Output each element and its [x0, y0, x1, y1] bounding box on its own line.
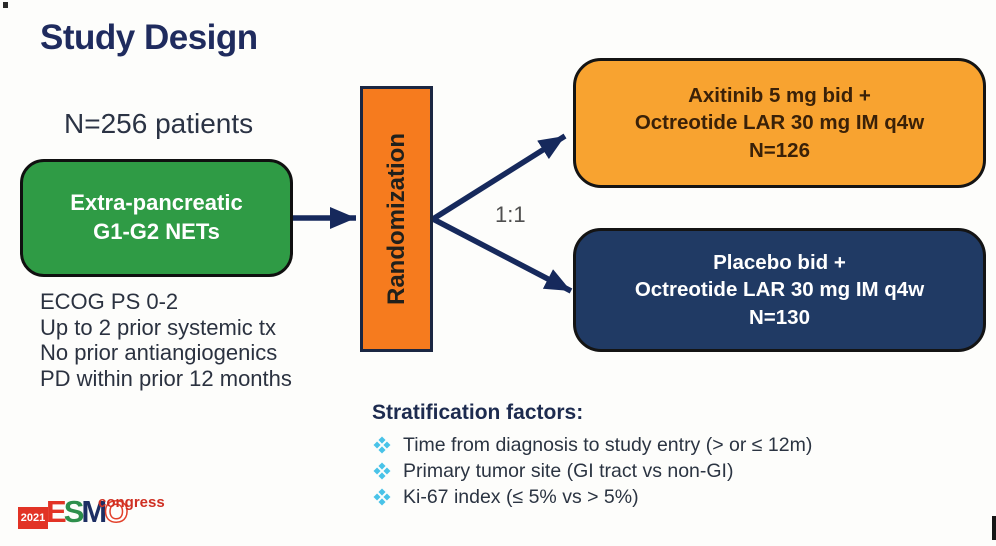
logo-year-badge: 2021 [18, 507, 48, 529]
screen-corner-artifact [3, 2, 8, 8]
population-box: Extra-pancreatic G1-G2 NETs [20, 159, 293, 277]
arm-axitinib-line: Octreotide LAR 30 mg IM q4w [634, 111, 925, 135]
arm-axitinib-box: Axitinib 5 mg bid + Octreotide LAR 30 mg… [573, 58, 986, 188]
esmo-wordmark: E S M O [46, 494, 129, 529]
stratification-item: Time from diagnosis to study entry (> or… [372, 432, 812, 458]
stratification-item: Ki-67 index (≤ 5% vs > 5%) [372, 484, 812, 510]
diamond-bullet-icon [373, 488, 391, 506]
arrow-randomization-to-placebo-arm [431, 216, 573, 294]
eligibility-line: PD within prior 12 months [40, 365, 292, 391]
arm-placebo-line: Placebo bid + [713, 251, 846, 275]
eligibility-line: ECOG PS 0-2 [40, 289, 179, 314]
arm-axitinib-count: N=126 [749, 138, 810, 162]
stratification-heading: Stratification factors: [372, 401, 584, 424]
randomization-label: Randomization [382, 133, 410, 305]
logo-letter: O [103, 494, 129, 529]
logo-letter: M [81, 494, 107, 529]
logo-letter: E [46, 494, 67, 529]
stratification-item-text: Primary tumor site (GI tract vs non-GI) [403, 459, 734, 482]
population-box-line: G1-G2 NETs [93, 219, 220, 244]
eligibility-criteria: ECOG PS 0-2 Up to 2 prior systemic tx No… [40, 289, 292, 391]
population-box-line: Extra-pancreatic [70, 190, 243, 216]
patient-count-label: N=256 patients [64, 108, 254, 139]
diamond-bullet-icon [373, 462, 391, 480]
arm-placebo-count: N=130 [749, 305, 810, 329]
page-title: Study Design [40, 18, 258, 57]
arm-placebo-line: Octreotide LAR 30 mg IM q4w [634, 278, 925, 302]
eligibility-line: No prior antiangiogenics [40, 340, 278, 365]
arm-axitinib-line: Axitinib 5 mg bid + [688, 84, 871, 108]
stratification-section: Stratification factors: Time from diagno… [372, 401, 812, 510]
esmo-congress-logo: 2021 E S M O congress [18, 494, 178, 536]
logo-congress-label: congress [98, 494, 165, 511]
eligibility-line: Up to 2 prior systemic tx [40, 314, 276, 340]
stratification-item: Primary tumor site (GI tract vs non-GI) [372, 458, 812, 484]
stratification-item-text: Ki-67 index (≤ 5% vs > 5%) [403, 485, 639, 508]
screen-edge-artifact [992, 516, 996, 540]
randomization-ratio-label: 1:1 [495, 202, 526, 227]
randomization-box: Randomization [360, 86, 433, 352]
logo-letter: S [63, 494, 85, 529]
arm-placebo-box: Placebo bid + Octreotide LAR 30 mg IM q4… [573, 228, 986, 352]
diamond-bullet-icon [373, 436, 391, 454]
stratification-item-text: Time from diagnosis to study entry (> or… [403, 433, 813, 456]
